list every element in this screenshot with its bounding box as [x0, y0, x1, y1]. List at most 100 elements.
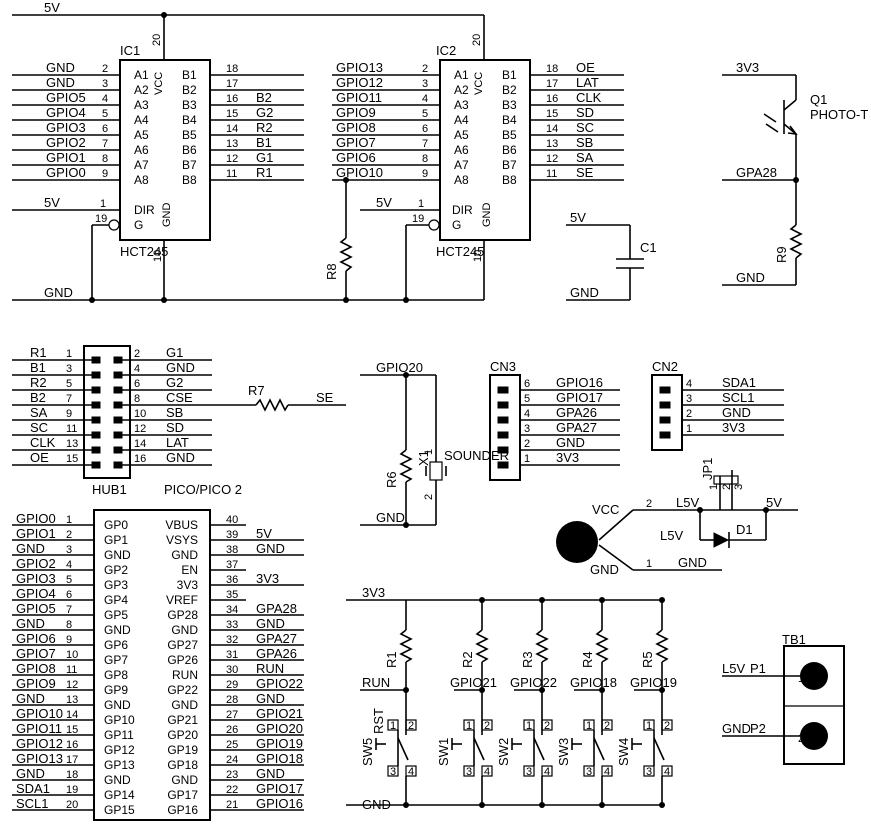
cn2-pin-net: SCL1 [722, 390, 755, 405]
ic2-right-name: B1 [502, 68, 517, 82]
switch-pin1: 1 [586, 720, 592, 732]
pico-right-net: GPIO18 [256, 751, 303, 766]
pico-right-name: GP26 [167, 653, 198, 667]
q1-ref: Q1 [810, 92, 827, 107]
ic1-left-pin: 8 [102, 153, 108, 165]
pico-right-pin: 39 [226, 529, 238, 541]
ic2-left-pin: 4 [422, 93, 428, 105]
ic1-right-name: B2 [182, 83, 197, 97]
pico-left-net: GPIO8 [16, 661, 56, 676]
ic2-right-pin: 11 [546, 168, 557, 180]
cn2-pin-net: GND [722, 405, 751, 420]
jack-pin1: 1 [646, 558, 652, 570]
switch-pin3: 3 [526, 766, 532, 778]
hub-right-pin: 2 [134, 348, 140, 360]
l5v-label-a: L5V [676, 495, 699, 510]
ic1-left-pin: 4 [102, 93, 108, 105]
ic2-left-net: GPIO6 [336, 150, 376, 165]
pico-left-net: SDA1 [16, 781, 50, 796]
ic1-right-name: B6 [182, 143, 197, 157]
ic1-dir-pin: 1 [100, 198, 106, 210]
pico-right-name: GP22 [167, 683, 198, 697]
ic2-dir-pin: 1 [418, 198, 424, 210]
hub-left-pin: 15 [66, 453, 78, 465]
pico-right-name: GP27 [167, 638, 198, 652]
tb1-terminal: TB1 + + 1 2 L5V P1 GND P2 [722, 632, 845, 765]
pico-left-name: GP4 [104, 593, 128, 607]
cn2-pin-net: SDA1 [722, 375, 756, 390]
switch-array: 3V3 GND RST R1RUN2413SW5R2GPIO212413SW1R… [346, 585, 677, 812]
ic1-left-name: A2 [134, 83, 149, 97]
pico-left-net: GND [16, 766, 45, 781]
hub-right-pin: 4 [134, 363, 140, 375]
jp1-pin1: 1 [708, 484, 720, 490]
r8-ref: R8 [324, 263, 339, 280]
hub-right-net: LAT [166, 435, 189, 450]
pico-right-name: GND [171, 623, 198, 637]
ic1-right-net: R2 [256, 120, 273, 135]
ic1-left-name: A8 [134, 173, 149, 187]
pico-right-name: GND [171, 698, 198, 712]
ic2-left-pin: 6 [422, 123, 428, 135]
pico-right-pin: 29 [226, 679, 238, 691]
switch-pin4: 4 [664, 766, 670, 778]
sw-bottom-net: GND [362, 797, 391, 812]
pico-left-pin: 14 [66, 709, 78, 721]
hub-left-pin: 7 [66, 393, 72, 405]
ic1-right-name: B8 [182, 173, 197, 187]
pico-left-pin: 10 [66, 649, 78, 661]
ic1-right-pin: 15 [226, 108, 238, 120]
pico-left-name: GP8 [104, 668, 128, 682]
ic1-vcc-label: VCC [153, 72, 165, 95]
v5-label-jack: 5V [766, 495, 782, 510]
ic1-right-pin: 16 [226, 93, 238, 105]
jack-gnd-label: GND [590, 562, 619, 577]
pico-right-name: GP17 [167, 788, 198, 802]
ic2-right-name: B8 [502, 173, 517, 187]
pico-left-net: GPIO0 [16, 511, 56, 526]
ic1-g-pin: 19 [95, 213, 107, 225]
pico-right-pin: 26 [226, 724, 238, 736]
ic1-right-pin: 13 [226, 138, 238, 150]
tb1-p2: P2 [750, 721, 766, 736]
hub-right-net: SB [166, 405, 183, 420]
ic1-right-pin: 11 [226, 168, 237, 180]
pico-right-net: GPIO17 [256, 781, 303, 796]
pico-right-name: GND [171, 548, 198, 562]
ic1-left-pin: 9 [102, 168, 108, 180]
ic1-right-pin: 14 [226, 123, 238, 135]
hub-right-net: GND [166, 360, 195, 375]
ic1-right-net: B1 [256, 135, 272, 150]
tb1-plus-1: + [806, 666, 817, 686]
hub-right-net: G2 [166, 375, 183, 390]
ic2-right-net: LAT [576, 75, 599, 90]
ic1-right-net: G2 [256, 105, 273, 120]
pico-right-net: 3V3 [256, 571, 279, 586]
hub-right-pin: 10 [134, 408, 146, 420]
ic2-left-pin: 8 [422, 153, 428, 165]
hub-left-net: CLK [30, 435, 56, 450]
cn3-pin-net: GPIO16 [556, 375, 603, 390]
pico-left-name: GP11 [104, 728, 134, 742]
pico-left-net: GPIO6 [16, 631, 56, 646]
ic1-dir-net: 5V [44, 195, 60, 210]
switch-ref: SW3 [556, 738, 571, 766]
ic2-left-name: A7 [454, 158, 469, 172]
pico-right-net: GPA26 [256, 646, 297, 661]
ic2-left-net: GPIO13 [336, 60, 383, 75]
cn3-pin-net: GPA26 [556, 405, 597, 420]
cn3-pin-net: GPA27 [556, 420, 597, 435]
pico-left-name: GND [104, 773, 131, 787]
ic2-left-net: GPIO11 [336, 90, 382, 105]
pico-left-net: SCL1 [16, 796, 49, 811]
pico-left-net: GND [16, 616, 45, 631]
switch-net: RUN [362, 675, 390, 690]
pico-left-pin: 15 [66, 724, 78, 736]
q1-mid-net: GPA28 [736, 165, 777, 180]
hub-left-pin: 11 [66, 423, 77, 435]
switch-pin3: 3 [390, 766, 396, 778]
tb1-ref: TB1 [782, 632, 806, 647]
pico-left-name: GP6 [104, 638, 128, 652]
